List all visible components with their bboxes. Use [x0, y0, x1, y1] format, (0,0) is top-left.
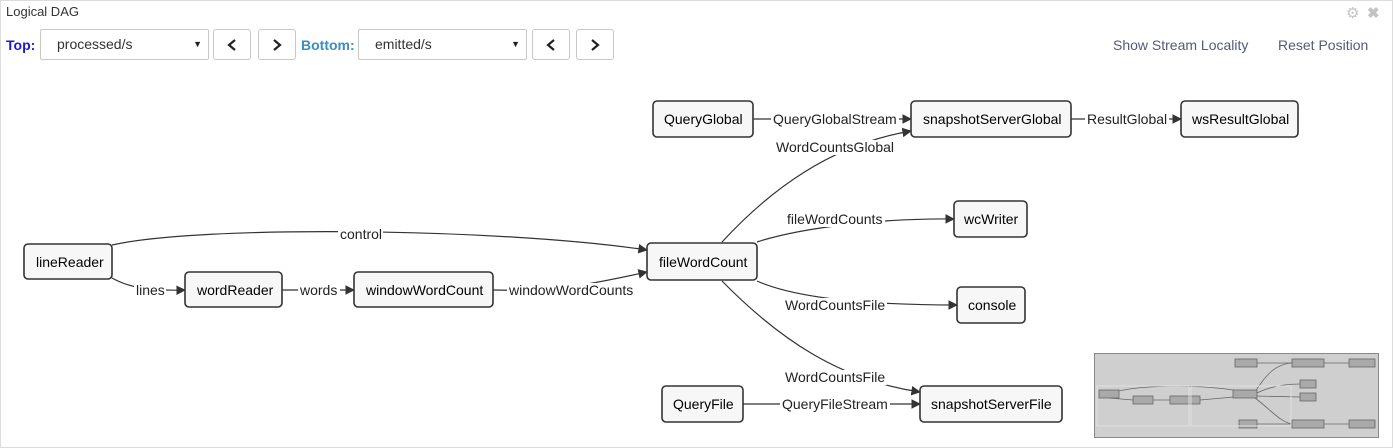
node-snapshotServerFile[interactable]: snapshotServerFile [919, 385, 1063, 423]
reset-position-link[interactable]: Reset Position [1278, 37, 1369, 53]
edge-label-WordCountsFile: WordCountsFile [785, 369, 885, 385]
chevron-down-icon: ▼ [511, 39, 520, 49]
node-label: snapshotServerGlobal [923, 111, 1062, 127]
close-icon[interactable]: ✖ [1367, 5, 1380, 22]
edge-label-QueryGlobalStream: QueryGlobalStream [773, 111, 897, 127]
node-snapshotServerGlobal[interactable]: snapshotServerGlobal [910, 100, 1072, 138]
top-label: Top: [6, 37, 36, 53]
edge-label-ResultGlobal: ResultGlobal [1087, 111, 1167, 127]
node-label: snapshotServerFile [931, 396, 1052, 412]
bottom-prev-button[interactable] [532, 29, 570, 60]
gear-icon[interactable]: ⚙ [1346, 5, 1360, 22]
node-QueryGlobal[interactable]: QueryGlobal [652, 100, 754, 138]
bottom-label: Bottom: [301, 37, 355, 53]
edge-label-WordCountsFile: WordCountsFile [785, 297, 885, 313]
chevron-down-icon: ▼ [193, 39, 202, 49]
node-label: windowWordCount [365, 282, 483, 298]
panel-title: Logical DAG [6, 4, 79, 19]
chevron-right-icon [591, 39, 600, 51]
node-label: console [968, 297, 1016, 313]
bottom-metric-select[interactable]: emitted/s ▼ [358, 29, 527, 60]
node-label: wsResultGlobal [1191, 111, 1289, 127]
edge-label-windowWordCounts: windowWordCounts [508, 282, 633, 298]
edge-label-control: control [340, 226, 382, 242]
edge-label-lines: lines [136, 282, 165, 298]
node-label: QueryFile [673, 396, 734, 412]
dag-minimap[interactable] [1094, 353, 1379, 438]
top-next-button[interactable] [258, 29, 296, 60]
edge-label-WordCountsGlobal: WordCountsGlobal [776, 139, 894, 155]
edge-label-words: words [299, 282, 337, 298]
node-label: fileWordCount [659, 254, 748, 270]
node-label: wordReader [196, 282, 274, 298]
node-windowWordCount[interactable]: windowWordCount [353, 271, 494, 308]
node-lineReader[interactable]: lineReader [23, 243, 113, 280]
chevron-left-icon [546, 39, 555, 51]
node-label: lineReader [36, 254, 104, 270]
node-label: wcWriter [963, 211, 1019, 227]
node-console[interactable]: console [956, 286, 1026, 324]
edge-WordCountsGlobal [721, 127, 912, 243]
bottom-next-button[interactable] [576, 29, 614, 60]
node-wcWriter[interactable]: wcWriter [953, 200, 1028, 238]
show-stream-locality-link[interactable]: Show Stream Locality [1113, 37, 1249, 53]
edge-label-QueryFileStream: QueryFileStream [782, 396, 888, 412]
edge-label-fileWordCounts: fileWordCounts [787, 211, 882, 227]
top-metric-value: processed/s [57, 36, 133, 52]
bottom-metric-value: emitted/s [375, 36, 432, 52]
node-wordReader[interactable]: wordReader [184, 271, 283, 308]
edge-WordCountsFile2 [721, 280, 921, 396]
minimap-viewport[interactable] [1096, 385, 1190, 427]
node-wsResultGlobal[interactable]: wsResultGlobal [1180, 100, 1299, 138]
node-fileWordCount[interactable]: fileWordCount [646, 242, 758, 281]
chevron-right-icon [273, 39, 282, 51]
top-metric-select[interactable]: processed/s ▼ [40, 29, 209, 60]
top-prev-button[interactable] [213, 29, 251, 60]
node-QueryFile[interactable]: QueryFile [661, 385, 744, 423]
node-label: QueryGlobal [664, 111, 743, 127]
chevron-left-icon [227, 39, 236, 51]
minimap-graph [1096, 358, 1376, 429]
